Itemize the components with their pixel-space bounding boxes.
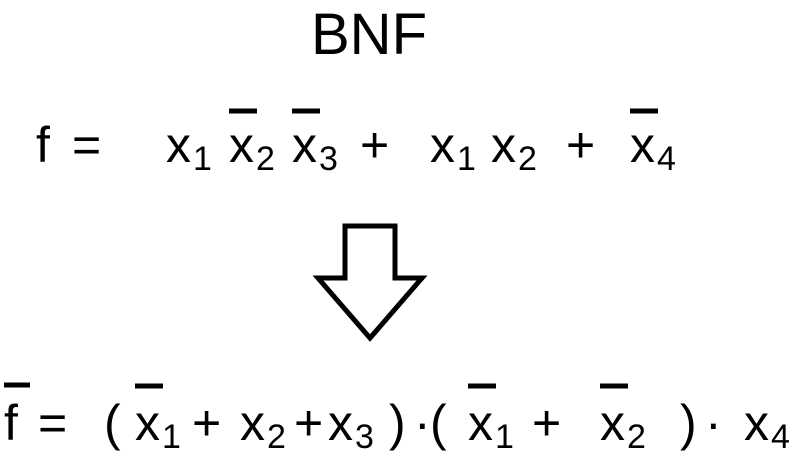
line2-index: 1 [495,418,514,456]
down-arrow-icon [312,223,428,342]
line2-paren: ( [430,395,447,451]
line1-index: 2 [256,140,275,178]
line2-var: x [328,395,353,451]
line2-var: x [468,395,493,451]
line1-index: 2 [518,140,537,178]
line2-index: 4 [771,418,790,456]
line1-lhs: f [36,117,50,173]
line2-dot: · [705,395,722,451]
formula-line-2: f = ( x 1 + x 2 + x 3 ) · ( x 1 + x 2 ) … [4,382,790,456]
line2-paren: ) [389,395,406,451]
line1-index: 1 [457,140,476,178]
line2-plus: + [192,395,221,451]
line2-paren: ( [104,395,121,451]
line1-index: 4 [657,140,676,178]
line1-var: x [630,117,655,173]
line1-equals: = [72,117,101,173]
line1-var: x [491,117,516,173]
line1-plus: + [360,117,389,173]
line1-var: x [166,117,191,173]
line2-equals: = [38,395,67,451]
line2-plus: + [294,395,323,451]
line2-plus: + [532,395,561,451]
line1-plus: + [566,117,595,173]
line2-var: x [240,395,265,451]
line2-dot: · [414,395,431,451]
line2-var: x [744,395,769,451]
line2-index: 3 [355,418,374,456]
line1-var: x [430,117,455,173]
line1-index: 1 [193,140,212,178]
line2-index: 1 [162,418,181,456]
line2-var: x [600,395,625,451]
line2-var: x [135,395,160,451]
line2-lhs: f [4,395,18,451]
formula-line-1: f = x 1 x 2 x 3 + x 1 x 2 + x 4 [36,108,676,178]
line2-index: 2 [627,418,646,456]
line1-var: x [229,117,254,173]
diagram-title: BNF [311,2,427,67]
line1-index: 3 [319,140,338,178]
line2-paren: ) [680,395,697,451]
line2-index: 2 [267,418,286,456]
line1-var: x [292,117,317,173]
